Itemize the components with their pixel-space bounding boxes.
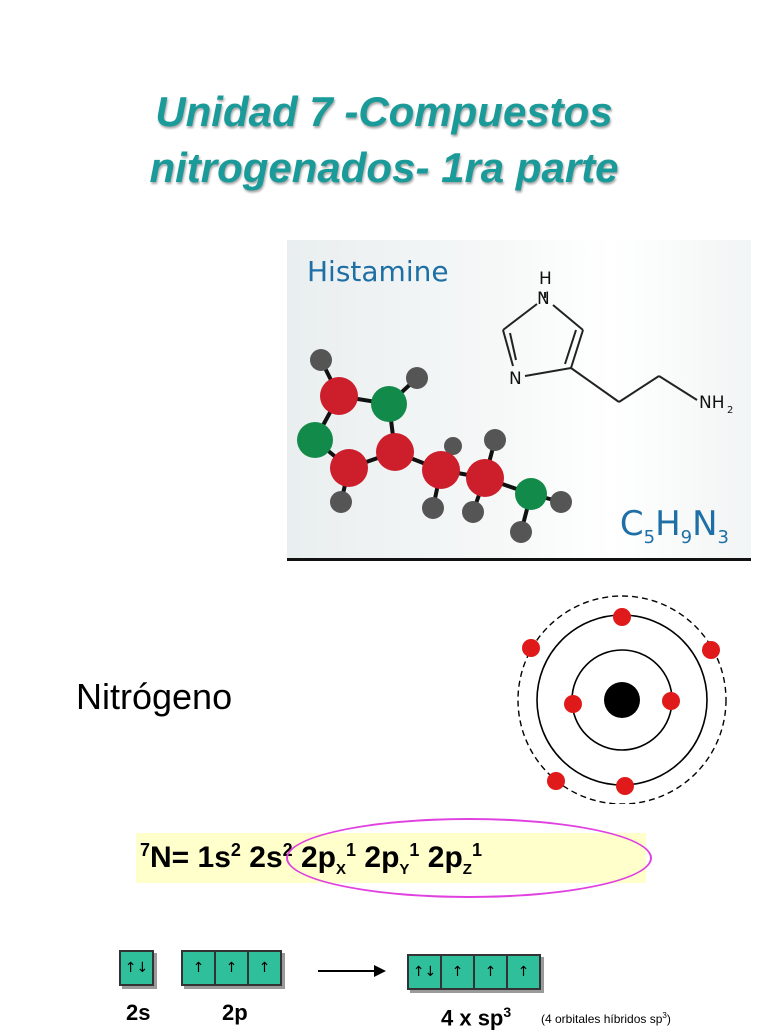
config-2s-electrons: 2 [282, 840, 293, 860]
title-line-2: nitrogenados- 1ra parte [149, 144, 619, 191]
arrow-icon [374, 965, 386, 977]
histamine-image: Histamine H N N NH 2 [287, 240, 751, 561]
ball-stick-atoms [297, 349, 572, 543]
orbital-2p-label: 2p [222, 1000, 248, 1025]
structure-amine-subscript: 2 [727, 405, 733, 416]
config-1s-electrons: 2 [230, 840, 241, 860]
hybrid-label-sup: 3 [503, 1004, 512, 1020]
orbital-box: ↑ [506, 954, 541, 990]
electrons [522, 608, 720, 795]
orbital-box: ↑ [247, 950, 282, 986]
bohr-atom-diagram [517, 595, 727, 804]
orbital-box: ↑ [181, 950, 216, 986]
hybrid-note-end: ) [666, 1012, 671, 1026]
histamine-molecule-graphic: H N N NH 2 [297, 269, 733, 543]
orbital-box: ↑ [473, 954, 508, 990]
formula-n-count: 3 [717, 527, 729, 548]
orbital-2s-label: 2s [126, 1000, 151, 1025]
hybrid-orbital-boxes: ↑↓ ↑ ↑ ↑ [407, 954, 541, 990]
hybrid-note-text: (4 orbitales híbridos sp [541, 1012, 663, 1026]
hybrid-label: 4 x sp3 [441, 1004, 511, 1031]
formula-c: C [619, 504, 644, 545]
structure-amine-label: NH [699, 393, 725, 413]
hybrid-note: (4 orbitales híbridos sp3) [541, 1011, 671, 1026]
orbital-box: ↑ [440, 954, 475, 990]
structure-nh-label: N [537, 289, 550, 309]
formula-n: N [692, 504, 718, 545]
orbital-2s-boxes: ↑↓ [119, 950, 154, 986]
formula-c-count: 5 [643, 527, 656, 548]
hybrid-label-text: 4 x sp [441, 1005, 504, 1031]
orbital-box: ↑ [214, 950, 249, 986]
config-2s: 2s [240, 841, 283, 874]
orbital-2p-boxes: ↑ ↑ ↑ [181, 950, 282, 986]
histamine-name: Histamine [307, 255, 449, 288]
orbital-box: ↑↓ [119, 950, 154, 986]
atomic-number: 7 [140, 840, 151, 860]
histamine-formula: C5H9N3 [620, 504, 729, 548]
structure-ring-n-label: N [509, 369, 522, 389]
arrow-line [318, 970, 376, 972]
config-symbol: N= 1s [150, 841, 231, 874]
skeletal-formula [502, 292, 698, 403]
outer-shell [517, 595, 727, 804]
nucleus [604, 682, 640, 718]
element-label: Nitrógeno [76, 676, 233, 717]
formula-h-count: 9 [680, 527, 693, 548]
slide-title: Unidad 7 -Compuestos nitrogenados- 1ra p… [0, 84, 768, 196]
structure-h-label: H [539, 269, 552, 289]
title-line-1: Unidad 7 -Compuestos [155, 88, 613, 135]
formula-h: H [655, 504, 681, 545]
hybrid-note-sup: 3 [662, 1011, 667, 1020]
valence-ellipse [286, 818, 652, 898]
orbital-box: ↑↓ [407, 954, 442, 990]
